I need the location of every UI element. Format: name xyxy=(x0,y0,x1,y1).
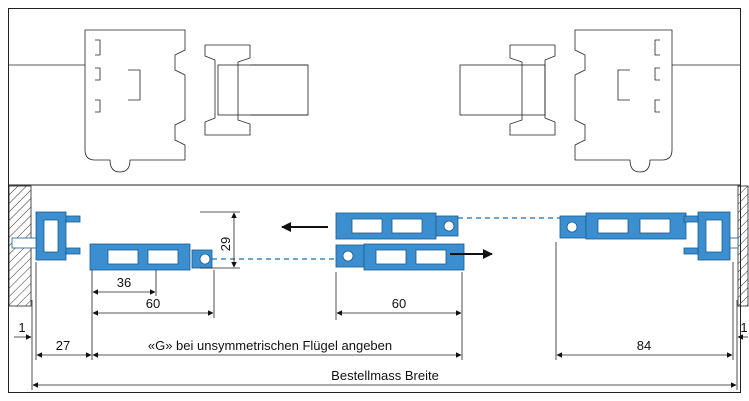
dim-1-right-label: 1 xyxy=(740,320,747,335)
left-frame-profile xyxy=(11,211,81,261)
dim-84-label: 84 xyxy=(637,338,651,353)
right-frame-profile xyxy=(683,211,739,261)
dim-bestellmass: Bestellmass Breite xyxy=(32,368,737,388)
g-note-label: «G» bei unsymmetrischen Flügel angeben xyxy=(148,338,392,353)
dim-27-label: 27 xyxy=(56,338,70,353)
dim-1-left: 1 xyxy=(14,262,37,390)
dim-g-note: «G» bei unsymmetrischen Flügel angeben xyxy=(92,338,462,358)
dim-60-left: 60 xyxy=(91,270,215,360)
drawing-border xyxy=(8,8,741,393)
dim-84: 84 xyxy=(555,242,734,360)
top-right-profile xyxy=(574,29,673,173)
dim-60-mid: 60 xyxy=(335,272,463,360)
middle-upper-sash xyxy=(335,212,459,240)
middle-lower-sash xyxy=(335,243,465,271)
dim-29: 29 xyxy=(200,211,240,269)
dim-36: 36 xyxy=(91,270,157,296)
top-left-profile xyxy=(84,29,186,173)
top-frame-section xyxy=(9,29,740,186)
dim-36-label: 36 xyxy=(117,275,131,290)
bestellmass-label: Bestellmass Breite xyxy=(331,368,439,383)
top-right-glass-frame xyxy=(509,44,556,136)
right-sliding-sash xyxy=(559,212,687,240)
dim-1-left-label: 1 xyxy=(18,320,25,335)
dim-60-left-label: 60 xyxy=(146,296,160,311)
dim-27: 27 xyxy=(36,338,92,358)
top-left-glass-frame xyxy=(204,44,251,136)
left-sliding-sash xyxy=(89,243,213,271)
dim-29-label: 29 xyxy=(218,237,233,251)
dim-60-mid-label: 60 xyxy=(392,296,406,311)
dim-1-right: 1 xyxy=(736,300,748,390)
right-wall xyxy=(737,185,749,307)
